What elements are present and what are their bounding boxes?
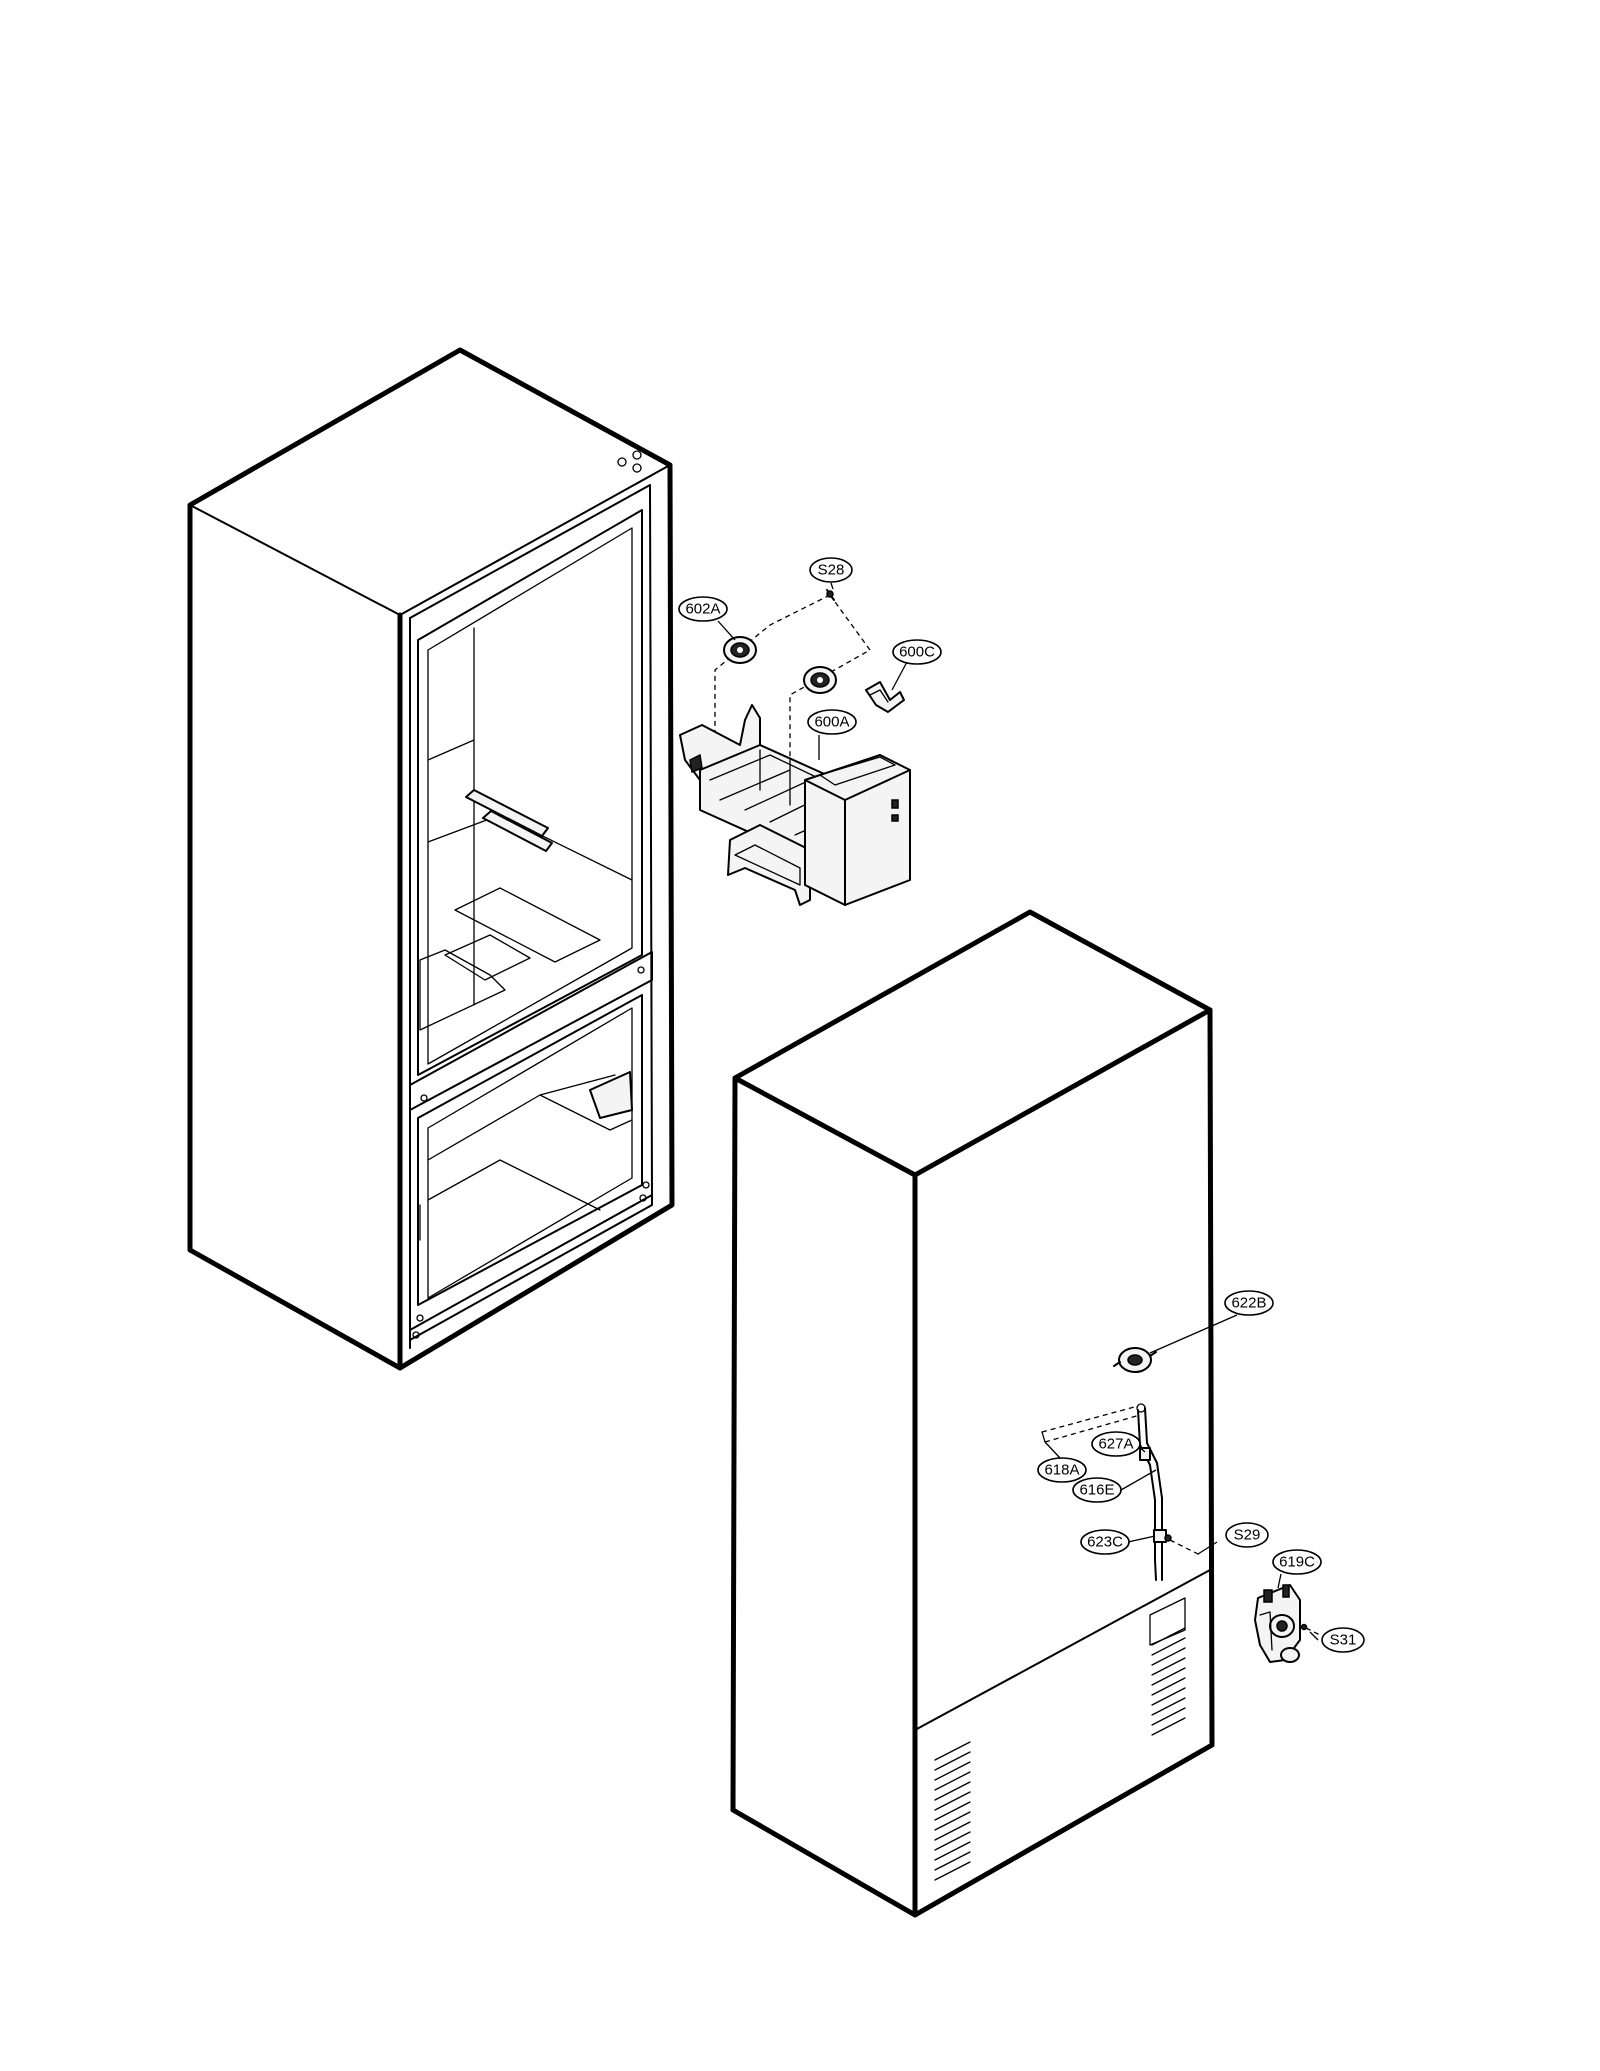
callout-label: S28: [818, 562, 845, 579]
callout-label: S31: [1330, 1632, 1357, 1649]
bushing-602a-second: [803, 666, 837, 694]
callout-600c: 600C: [892, 639, 942, 665]
callout-627a: 627A: [1091, 1431, 1141, 1457]
screw-s31: [1300, 1623, 1321, 1636]
callout-label: S29: [1234, 1527, 1261, 1544]
bushing-602a: [723, 636, 757, 664]
callout-label: 623C: [1087, 1534, 1123, 1551]
callout-622b: 622B: [1224, 1290, 1274, 1316]
callout-619c: 619C: [1272, 1549, 1322, 1575]
lower-vent-grille: [934, 1741, 971, 1881]
callout-label: 627A: [1098, 1436, 1133, 1453]
callout-label: 616E: [1079, 1482, 1114, 1499]
screw-s29: [1164, 1534, 1201, 1556]
callout-602a: 602A: [678, 596, 728, 622]
ice-maker-600a: [679, 704, 911, 906]
leader-lines: [717, 582, 1319, 1641]
callout-label: 619C: [1279, 1554, 1315, 1571]
refrigerator-cabinet-back: [730, 909, 1215, 1918]
callout-label: 622B: [1231, 1295, 1266, 1312]
screw-s28: [826, 589, 835, 601]
refrigerator-cabinet-front: [187, 347, 675, 1371]
callout-label: 618A: [1044, 1462, 1079, 1479]
callout-s31: S31: [1321, 1627, 1365, 1653]
ice-maker-assembly: [679, 589, 911, 906]
callout-label: 600A: [814, 714, 849, 731]
callout-623c: 623C: [1080, 1529, 1130, 1555]
callout-s29: S29: [1225, 1522, 1269, 1548]
side-vent-grille: [1149, 1597, 1186, 1736]
bracket-600c: [865, 681, 905, 713]
callout-s28: S28: [809, 557, 853, 583]
callout-label: 600C: [899, 644, 935, 661]
callout-616e: 616E: [1072, 1477, 1122, 1503]
fill-tube-618a: [1041, 1405, 1141, 1443]
callout-618a: 618A: [1037, 1457, 1087, 1483]
water-tube-616e: [1136, 1403, 1167, 1581]
grommet-622b: [1113, 1347, 1157, 1373]
callout-600a: 600A: [807, 709, 857, 735]
water-valve-619c: [1254, 1584, 1321, 1663]
callout-label: 602A: [685, 601, 720, 618]
